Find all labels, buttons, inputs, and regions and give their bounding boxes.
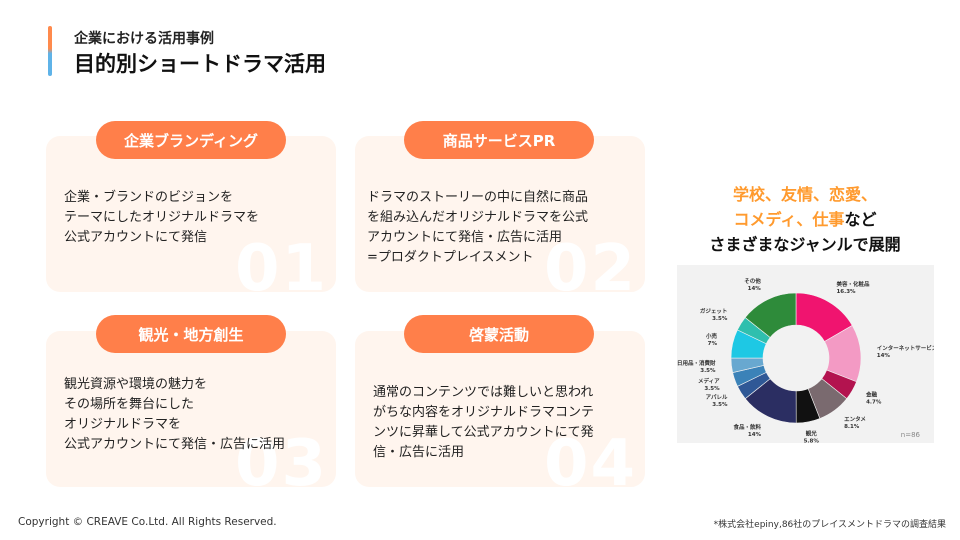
card-branding: 01 企業・ブランドのビジョンを テーマにしたオリジナルドラマを 公式アカウント… [46, 136, 336, 292]
donut-slice [744, 292, 797, 338]
copyright: Copyright © CREAVE Co.Ltd. All Rights Re… [18, 516, 277, 528]
source-note: *株式会社epiny,86社のプレイスメントドラマの調査結果 [713, 520, 946, 530]
card-awareness: 04 通常のコンテンツでは難しいと思われ がちな内容をオリジナルドラマコンテ ン… [355, 331, 645, 487]
genre-line1: 学校、友情、恋愛、 [732, 185, 877, 204]
genre-line3: さまざまなジャンルで展開 [709, 235, 901, 254]
card-label-awareness: 啓蒙活動 [404, 315, 594, 353]
genre-line2-highlight: コメディ、仕事 [733, 210, 845, 229]
card-description: ドラマのストーリーの中に自然に商品 を組み込んだオリジナルドラマを公式 アカウン… [367, 190, 589, 265]
card-number: 01 [234, 232, 328, 292]
card-product-pr: 02 ドラマのストーリーの中に自然に商品 を組み込んだオリジナルドラマを公式 ア… [355, 136, 645, 292]
card-number: 02 [543, 232, 637, 292]
card-tourism: 03 観光資源や環境の魅力を その場所を舞台にした オリジナルドラマを 公式アカ… [46, 331, 336, 487]
card-description: 企業・ブランドのビジョンを テーマにしたオリジナルドラマを 公式アカウントにて発… [64, 190, 260, 245]
genre-line2-suffix: など [844, 210, 877, 229]
card-description: 通常のコンテンツでは難しいと思われ がちな内容をオリジナルドラマコンテ ンツに昇… [373, 385, 595, 460]
page-subtitle: 企業における活用事例 [74, 31, 214, 47]
page-title: 目的別ショートドラマ活用 [74, 52, 326, 76]
card-label-tourism: 観光・地方創生 [96, 315, 286, 353]
card-number: 03 [234, 427, 328, 487]
chart-sample-size: n=86 [900, 431, 920, 439]
card-label-branding: 企業ブランディング [96, 121, 286, 159]
card-number: 04 [543, 427, 637, 487]
genre-heading: 学校、友情、恋愛、 コメディ、仕事など さまざまなジャンルで展開 [660, 182, 950, 257]
header-accent-bar [48, 26, 52, 76]
card-label-product-pr: 商品サービスPR [404, 121, 594, 159]
card-description: 観光資源や環境の魅力を その場所を舞台にした オリジナルドラマを 公式アカウント… [64, 377, 286, 452]
